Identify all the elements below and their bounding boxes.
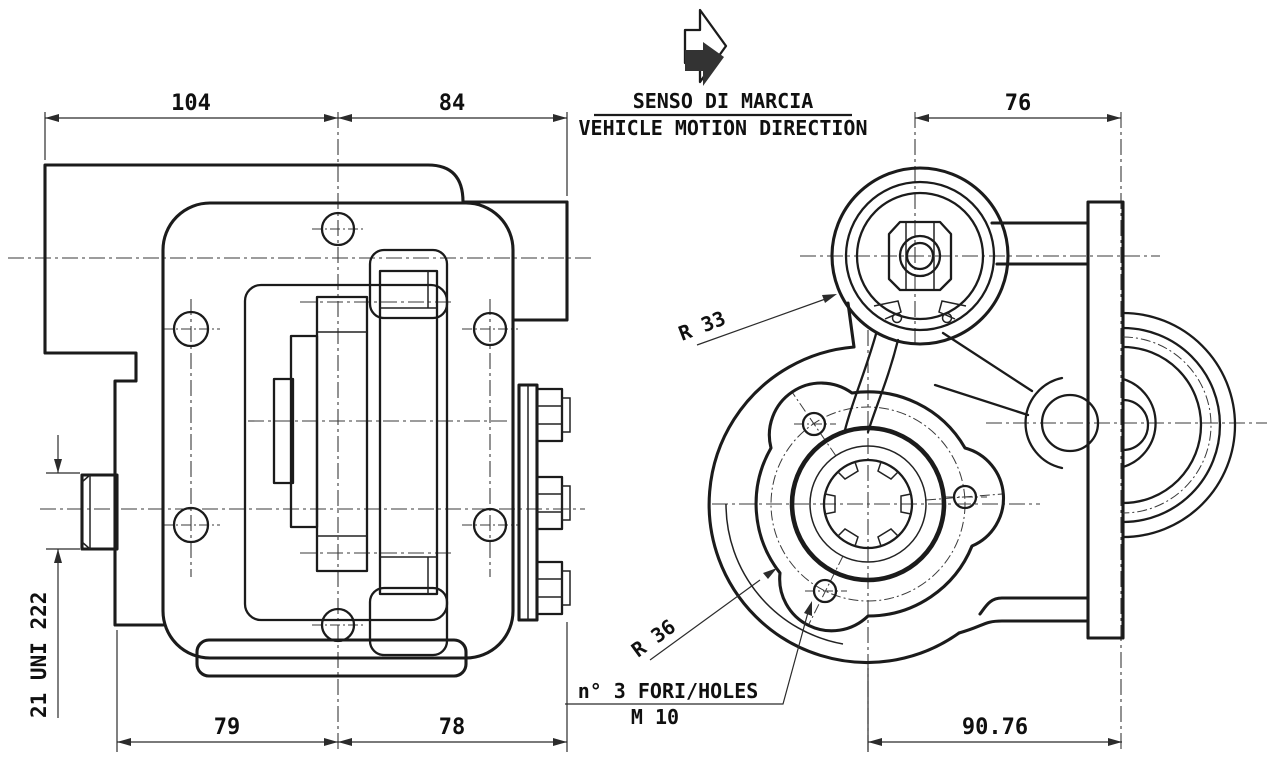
gear-stack [272, 269, 439, 596]
motion-note-subtitle: VEHICLE MOTION DIRECTION [579, 116, 868, 140]
left-side-view [43, 163, 571, 678]
m10-bolt-holes [801, 411, 978, 604]
holes-note-label: n° 3 FORI/HOLES [578, 679, 759, 703]
gear-pocket-lower-lobe [368, 586, 449, 657]
radius-r33-label: R 33 [675, 306, 729, 346]
bearing-cover-arcs [1121, 311, 1237, 539]
dim-84: 84 [439, 91, 466, 116]
output-spline-bore [822, 458, 914, 550]
holes-thread-label: M 10 [631, 705, 679, 729]
dim-104: 104 [171, 91, 211, 116]
mounting-bolt-holes [172, 211, 508, 643]
pto-body [161, 201, 515, 660]
dim-shaft-spline: 21 UNI 222 [27, 592, 51, 718]
centerlines [8, 112, 1267, 750]
mounting-plate-right-edge [511, 200, 569, 322]
dimensions: 104 84 76 79 78 90.76 21 UNI 222 [27, 91, 1122, 752]
upper-gear-boss [830, 166, 1010, 346]
housing-outline [707, 301, 961, 664]
o-ring-seat [789, 425, 947, 583]
radius-r36-label: R 36 [627, 614, 680, 662]
leader-annotations: R 33 R 36 n° 3 FORI/HOLES M 10 [565, 294, 837, 729]
output-flange [517, 383, 539, 622]
input-shaft-stub [80, 473, 119, 551]
motion-note-title: SENSO DI MARCIA [633, 89, 814, 113]
dim-76: 76 [1005, 91, 1032, 116]
flange-hex-bolts [535, 387, 571, 616]
mounting-plate-outline [43, 163, 569, 627]
gear-pocket [243, 283, 449, 622]
idler-boss [1024, 376, 1100, 470]
motion-direction-note: SENSO DI MARCIA VEHICLE MOTION DIRECTION [579, 8, 868, 140]
dim-78: 78 [439, 715, 466, 740]
motion-arrow-shadow [685, 42, 724, 86]
trefoil-flange [754, 381, 1005, 633]
front-view [707, 166, 1237, 664]
side-flange-plate [1086, 200, 1125, 640]
dim-79: 79 [214, 715, 241, 740]
dim-90-76: 90.76 [962, 715, 1028, 740]
